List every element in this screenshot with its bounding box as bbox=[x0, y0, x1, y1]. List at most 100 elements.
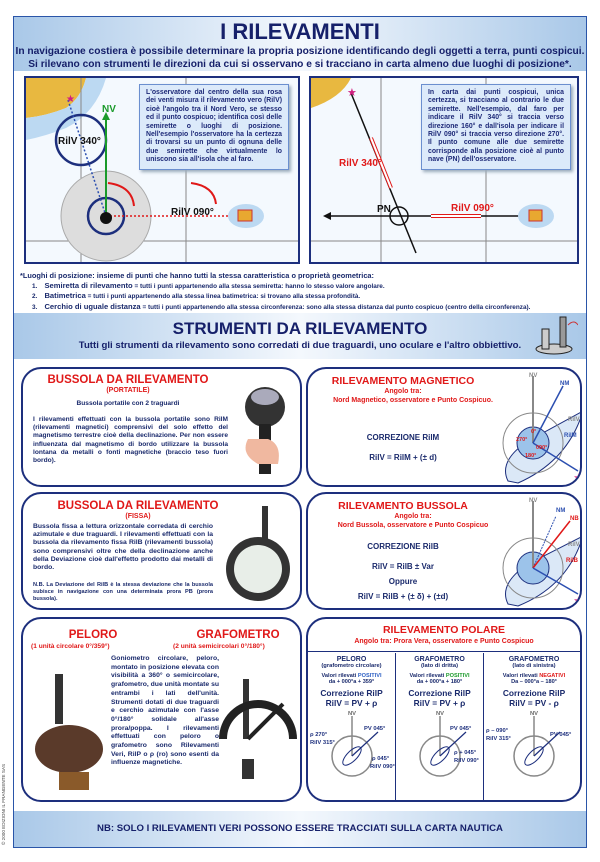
luogo-item: 1. Semiretta di rilevamento = tutti i pu… bbox=[20, 281, 530, 292]
label-090: 090° bbox=[536, 445, 547, 451]
label-rilv: RilV bbox=[568, 542, 580, 548]
label-nv: NV bbox=[529, 498, 537, 504]
strumenti-band: STRUMENTI DA RILEVAMENTO Tutti gli strum… bbox=[14, 313, 586, 359]
portable-compass-icon bbox=[245, 387, 285, 474]
card-rilevamento-polare: RILEVAMENTO POLARE Angolo tra: Prora Ver… bbox=[306, 617, 582, 802]
svg-text:★: ★ bbox=[574, 473, 582, 484]
column-sub: (lato di dritta) bbox=[420, 663, 459, 669]
item-number: 1. bbox=[32, 282, 38, 290]
card-rilevamento-magnetico: RILEVAMENTO MAGNETICO Angolo tra: Nord M… bbox=[306, 367, 582, 487]
header-band: I RILEVAMENTI In navigazione costiera è … bbox=[14, 17, 586, 71]
card-peloro-grafometro: PELORO (1 unità circolare 0°/359°) GRAFO… bbox=[21, 617, 302, 802]
column-title: GRAFOMETRO bbox=[414, 656, 465, 663]
card-text: Bussola fissa a lettura orizzontale corr… bbox=[33, 523, 213, 572]
diagram-label: RilV 090° bbox=[370, 764, 396, 770]
chart-diagram: ★ NV RilV 340° RilV 090° bbox=[26, 78, 298, 262]
luoghi-label: *Luoghi di posizione: bbox=[20, 271, 95, 280]
label-rilv-340: RilV 340° bbox=[339, 158, 382, 169]
card-bussola-fissa: BUSSOLA DA RILEVAMENTO (FISSA) Bussola f… bbox=[21, 492, 302, 610]
luoghi-di-posizione: *Luoghi di posizione: insieme di punti c… bbox=[20, 271, 530, 312]
label-rilv-340: RilV 340° bbox=[58, 136, 101, 147]
column-title: GRAFOMETRO bbox=[508, 656, 560, 663]
label-nv: NV bbox=[102, 104, 116, 115]
item-number: 2. bbox=[32, 293, 38, 301]
label-nv: NV bbox=[529, 373, 537, 379]
polare-column: GRAFOMETRO (lato di sinistra) Valori ril… bbox=[484, 653, 580, 800]
diagram-label: RilV 090° bbox=[454, 758, 480, 764]
card-text: I rilevamenti effettuati con la bussola … bbox=[33, 416, 228, 465]
polare-diagram: NVρ 270°RilV 315°PV 045°ρ 045°RilV 090° bbox=[310, 711, 396, 777]
card-text: Goniometro circolare, peloro, montato in… bbox=[111, 655, 220, 767]
card-title: RILEVAMENTO MAGNETICO bbox=[331, 375, 475, 387]
label-pn: PN bbox=[377, 204, 391, 215]
angolo-label: Angolo tra: bbox=[394, 513, 432, 520]
formula: RilV = PV + ρ bbox=[325, 698, 378, 708]
copyright: © 2000 EDIZIONI IL FRANGENTE SAS bbox=[1, 763, 6, 845]
card-bussola-portatile: BUSSOLA DA RILEVAMENTO (PORTATILE) Busso… bbox=[21, 367, 302, 487]
angolo-desc: Nord Magnetico, osservatore e Punto Cosp… bbox=[333, 397, 493, 404]
correzione-label: Correzione RilP bbox=[502, 688, 566, 698]
diagram-label: ρ – 090° bbox=[486, 728, 509, 734]
column-title: PELORO bbox=[336, 656, 367, 663]
item-term: Semiretta di rilevamento bbox=[44, 280, 133, 290]
formula: RilV = PV - ρ bbox=[509, 698, 559, 708]
footer-note: NB: SOLO I RILEVAMENTI VERI POSSONO ESSE… bbox=[97, 823, 503, 834]
oppure-label: Oppure bbox=[388, 577, 418, 586]
diagram-osservatore: ★ NV RilV 340° RilV 090° L'osservatore d… bbox=[24, 76, 300, 264]
card-title: RILEVAMENTO POLARE bbox=[382, 624, 506, 636]
label-270: 270° bbox=[516, 437, 527, 443]
item-def: = tutti i punti appartenendo alla stessa… bbox=[87, 293, 361, 301]
svg-text:★: ★ bbox=[66, 94, 75, 105]
diagram-label: ρ + 045° bbox=[454, 750, 477, 756]
chart-diagram-carta: ★ RilV 340° PN RilV 090° bbox=[311, 78, 577, 262]
card-title: RILEVAMENTO BUSSOLA bbox=[338, 500, 468, 512]
label-rilv-090: RilV 090° bbox=[451, 203, 494, 214]
diagram-carta: ★ RilV 340° PN RilV 090° In carta dai pu… bbox=[309, 76, 579, 264]
peloro-icon bbox=[35, 674, 103, 790]
card-title: BUSSOLA DA RILEVAMENTO bbox=[57, 500, 219, 512]
card-subtitle: (PORTATILE) bbox=[106, 387, 150, 394]
formula-1: RilV = RilB ± Var bbox=[372, 562, 434, 571]
diagram-label: PV 045° bbox=[364, 726, 386, 732]
valori-label: Valori rilevati bbox=[502, 673, 538, 679]
card-title: BUSSOLA DA RILEVAMENTO bbox=[47, 374, 209, 386]
intro-line-1: In navigazione costiera è possibile dete… bbox=[15, 46, 585, 57]
valori-label: Valori rilevati bbox=[409, 673, 445, 679]
section-title: STRUMENTI DA RILEVAMENTO bbox=[172, 319, 428, 338]
diagram-label: PV 045° bbox=[550, 732, 572, 738]
diagram-label: ρ 045° bbox=[372, 756, 390, 762]
label-nm: NM bbox=[556, 508, 565, 514]
grafometro-icon bbox=[219, 679, 297, 779]
observer-icon bbox=[100, 212, 112, 224]
intro-line-2: Si rilevano con strumenti le direzioni d… bbox=[28, 59, 572, 70]
label-180: 180° bbox=[525, 453, 536, 459]
fixed-compass-icon bbox=[226, 506, 290, 601]
range-label: Da – 000°a – 180° bbox=[511, 679, 557, 685]
svg-text:★: ★ bbox=[574, 596, 582, 607]
traguardi-icon bbox=[535, 316, 578, 355]
peloro-title: PELORO bbox=[68, 629, 118, 641]
luoghi-intro: insieme di punti che hanno tutti la stes… bbox=[96, 271, 375, 280]
section-subtitle: Tutti gli strumenti da rilevamento sono … bbox=[78, 340, 522, 351]
poster: I RILEVAMENTI In navigazione costiera è … bbox=[13, 16, 587, 848]
valori-label: Valori rilevati bbox=[321, 673, 357, 679]
item-term: Batimetrica bbox=[44, 291, 86, 301]
card-caption: Bussola portatile con 2 traguardi bbox=[76, 400, 180, 407]
luogo-item: 3. Cerchio di uguale distanza = tutti i … bbox=[20, 302, 530, 313]
footer-band: NB: SOLO I RILEVAMENTI VERI POSSONO ESSE… bbox=[14, 811, 586, 847]
card-desc: Angolo tra: Prora Vera, osservatore e Pu… bbox=[354, 638, 534, 645]
diagram-magnetico: ★ NV NM RilV RilM 0° 270° 090° 180° bbox=[502, 373, 582, 484]
diagram-label: RilV 315° bbox=[310, 740, 336, 746]
label-rilb: RilB bbox=[566, 558, 579, 564]
sign-label: POSITIVI bbox=[445, 673, 470, 679]
polare-column: GRAFOMETRO (lato di dritta) Valori rilev… bbox=[396, 653, 484, 800]
card-subtitle: (FISSA) bbox=[125, 513, 151, 520]
label-nm: NM bbox=[560, 381, 569, 387]
correzione-label: Correzione RilP bbox=[320, 688, 383, 698]
formula: RilV = PV + ρ bbox=[413, 698, 466, 708]
range-label: da + 000°a + 180° bbox=[416, 679, 463, 685]
sign-label: POSITIVI bbox=[357, 673, 382, 679]
item-def: = tutti i punti appartenendo alla stessa… bbox=[142, 303, 531, 311]
angolo-label: Angolo tra: bbox=[384, 388, 422, 395]
